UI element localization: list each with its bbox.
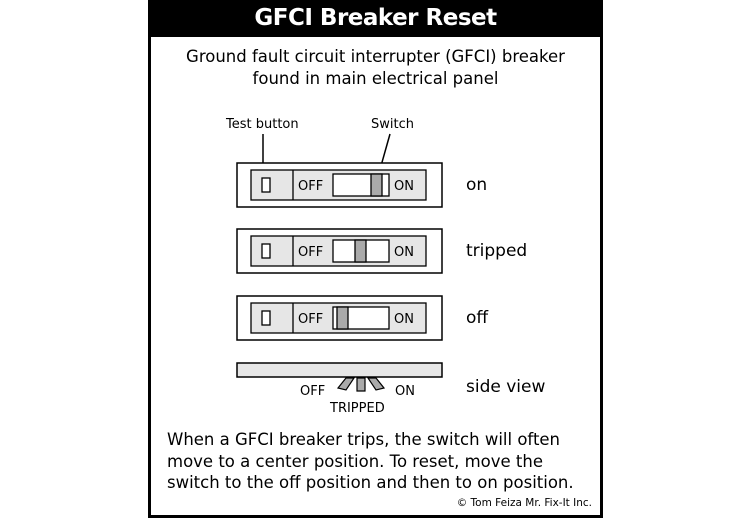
off-label: OFF <box>298 179 323 194</box>
side-view-tripped-label: TRIPPED <box>329 401 385 416</box>
switch-handle <box>354 239 367 263</box>
switch-handle <box>336 306 349 330</box>
breaker-diagram: Test button Switch OFF ON on OFF ON tr <box>225 117 545 416</box>
on-label: ON <box>394 179 414 194</box>
illustration-frame: GFCI Breaker Reset Ground fault circuit … <box>148 0 603 518</box>
subtitle-line-1: Ground fault circuit interrupter (GFCI) … <box>186 47 565 66</box>
switch-handle <box>370 173 383 197</box>
copyright: © Tom Feiza Mr. Fix-It Inc. <box>456 497 592 509</box>
footer-line-1: When a GFCI breaker trips, the switch wi… <box>167 430 561 449</box>
handle-on-position <box>366 377 386 391</box>
on-label: ON <box>394 245 414 260</box>
switch-label: Switch <box>371 117 414 132</box>
off-label: OFF <box>298 245 323 260</box>
on-label: ON <box>394 312 414 327</box>
side-view-body <box>236 362 443 378</box>
side-view-label: side view <box>466 377 545 397</box>
page-title: GFCI Breaker Reset <box>254 5 497 31</box>
state-label-on: on <box>466 175 487 195</box>
handle-tripped-position <box>356 377 366 392</box>
side-view-on-label: ON <box>395 384 415 399</box>
footer-line-3: switch to the off position and then to o… <box>167 473 574 492</box>
handle-off-position <box>336 377 356 391</box>
test-button-icon <box>261 177 271 193</box>
off-label: OFF <box>298 312 323 327</box>
subtitle-line-2: found in main electrical panel <box>252 69 499 88</box>
test-button-label: Test button <box>225 117 299 132</box>
state-label-tripped: tripped <box>466 241 527 261</box>
title-bar: GFCI Breaker Reset <box>151 0 600 37</box>
state-label-off: off <box>466 308 489 328</box>
footer-text: When a GFCI breaker trips, the switch wi… <box>167 429 597 494</box>
test-button-icon <box>261 310 271 326</box>
side-view-off-label: OFF <box>300 384 325 399</box>
side-view: OFF ON TRIPPED <box>236 362 443 416</box>
breaker-off: OFF ON <box>236 295 443 341</box>
footer-line-2: move to a center position. To reset, mov… <box>167 451 543 471</box>
test-button-icon <box>261 243 271 259</box>
breaker-on: OFF ON <box>236 162 443 208</box>
breaker-tripped: OFF ON <box>236 228 443 274</box>
subtitle: Ground fault circuit interrupter (GFCI) … <box>151 46 600 90</box>
